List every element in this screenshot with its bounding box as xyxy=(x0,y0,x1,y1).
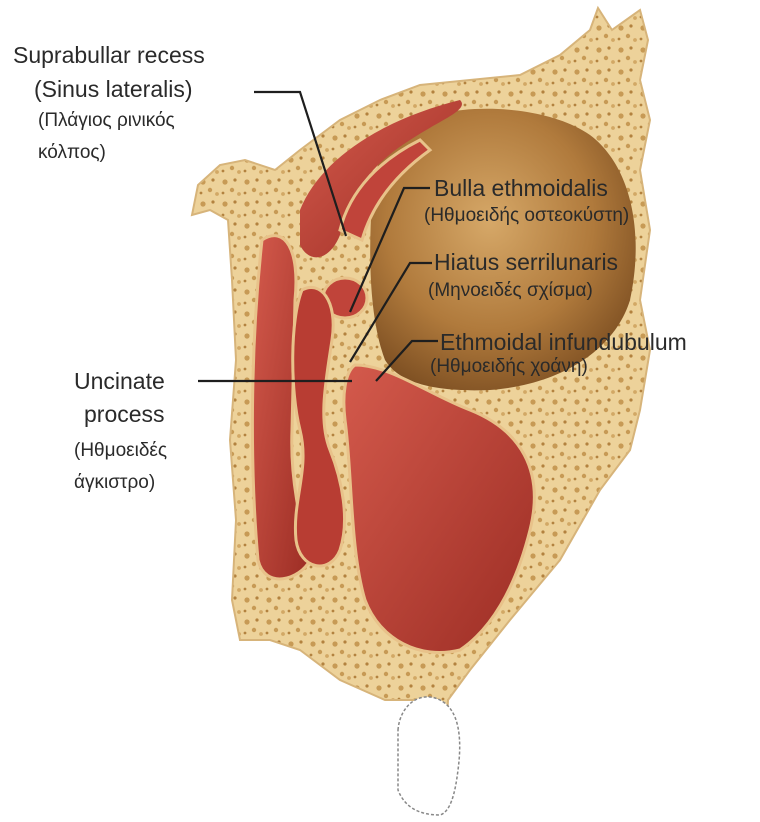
hiatus-label-en: Hiatus serrilunaris xyxy=(434,249,618,276)
uncinate-label-gr-2: άγκιστρο) xyxy=(74,472,155,494)
suprabullar-label-en: Suprabullar recess xyxy=(13,42,205,69)
uncinate-label-gr: (Ηθμοειδές xyxy=(74,440,167,462)
infundibulum-label-gr: (Ηθμοειδής χοάνη) xyxy=(430,356,588,378)
suprabullar-label-gr-2: κόλπος) xyxy=(38,142,106,164)
bulla-label-en: Bulla ethmoidalis xyxy=(434,175,608,202)
suprabullar-label-gr: (Πλάγιος ρινικός xyxy=(38,110,175,132)
bulla-label-gr: (Ηθμοειδής οστεοκύστη) xyxy=(424,205,629,227)
infundibulum-label-en: Ethmoidal infundubulum xyxy=(440,329,687,356)
uncinate-label-en: Uncinate xyxy=(74,368,165,395)
hiatus-label-gr: (Μηνοειδές σχίσμα) xyxy=(428,280,593,302)
uncinate-label-en-2: process xyxy=(84,401,165,428)
tooth-outline xyxy=(398,697,460,815)
suprabullar-label-en-latin: (Sinus lateralis) xyxy=(34,76,193,103)
